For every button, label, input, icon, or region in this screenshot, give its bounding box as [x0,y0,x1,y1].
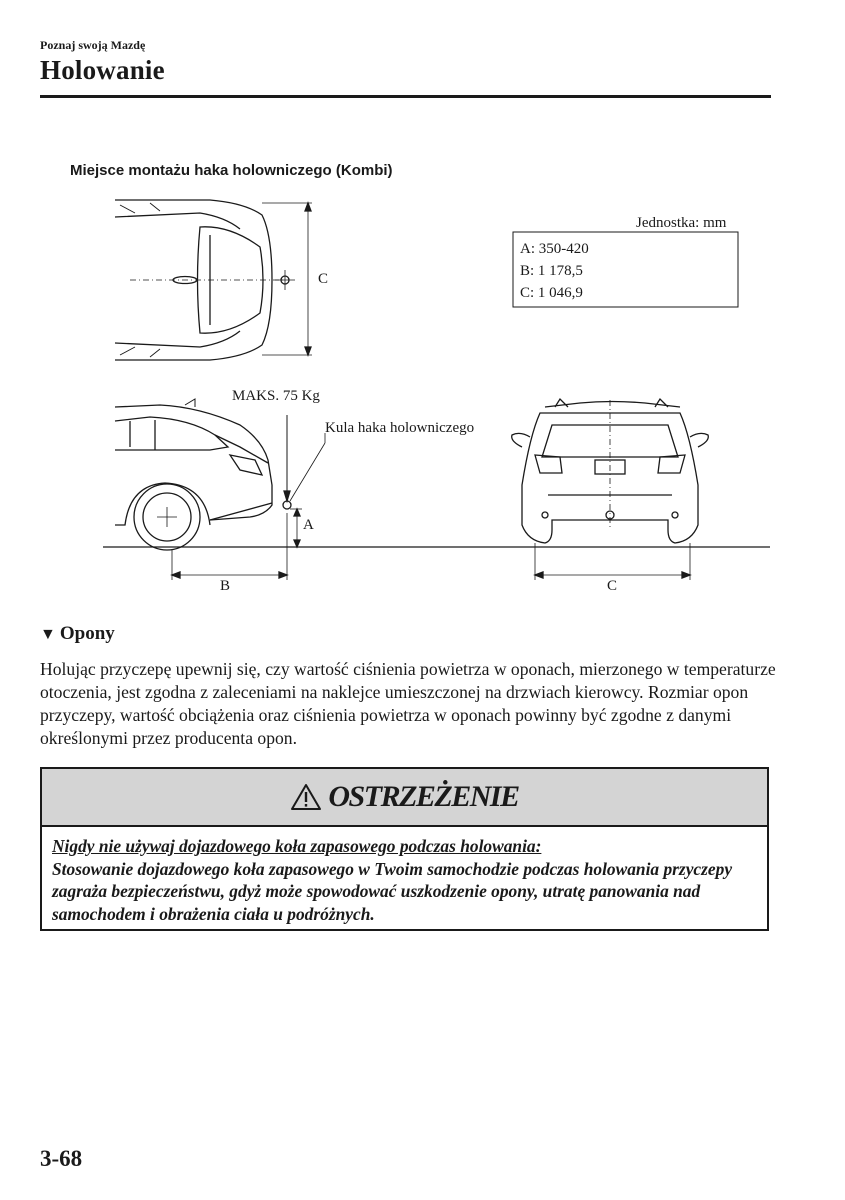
dimension-b-value: B: 1 178,5 [520,263,583,279]
title-rule [40,95,771,98]
figure-caption: Miejsce montażu haka holowniczego (Kombi… [70,162,393,179]
warning-body: Nigdy nie używaj dojazdowego koła zapaso… [42,827,767,925]
tires-heading: ▼Opony [40,623,115,645]
dimension-a-value: A: 350-420 [520,241,589,257]
dim-b-label: B [220,578,230,594]
dimension-c-value: C: 1 046,9 [520,285,583,301]
car-side-view [114,398,292,551]
warning-title: OSTRZEŻENIE [328,780,520,813]
tow-hitch-diagram: C Jednostka: mm A: 350-420 B: 1 178,5 C:… [103,199,770,594]
dim-c-rear [533,543,692,580]
tires-paragraph: Holując przyczepę upewnij się, czy warto… [40,659,776,748]
page-number: 3-68 [40,1146,83,1171]
dim-c-label-rear: C [607,578,617,594]
warning-header: OSTRZEŻENIE [42,769,767,827]
dim-b [170,513,289,580]
tires-heading-text: Opony [59,623,115,644]
section-label: Poznaj swoją Mazdę [40,38,146,52]
dim-a [290,507,302,549]
max-load-label: MAKS. 75 Kg [232,388,320,404]
unit-label: Jednostka: mm [636,215,727,231]
warning-line-2: Stosowanie dojazdowego koła zapasowego w… [52,858,733,924]
dim-a-label: A [303,517,314,533]
warning-line-1: Nigdy nie używaj dojazdowego koła zapaso… [52,836,542,856]
warning-box: OSTRZEŻENIE Nigdy nie używaj dojazdowego… [40,767,769,931]
car-top-view [114,199,295,361]
page-title: Holowanie [40,55,165,85]
dim-c-top [262,201,312,357]
dimensions-box [512,231,739,308]
dim-c-label-top: C [318,271,328,287]
triangle-down-icon: ▼ [40,626,56,643]
warning-triangle-icon [291,784,322,810]
car-rear-view [511,397,709,544]
tow-ball-label: Kula haka holowniczego [325,420,474,436]
